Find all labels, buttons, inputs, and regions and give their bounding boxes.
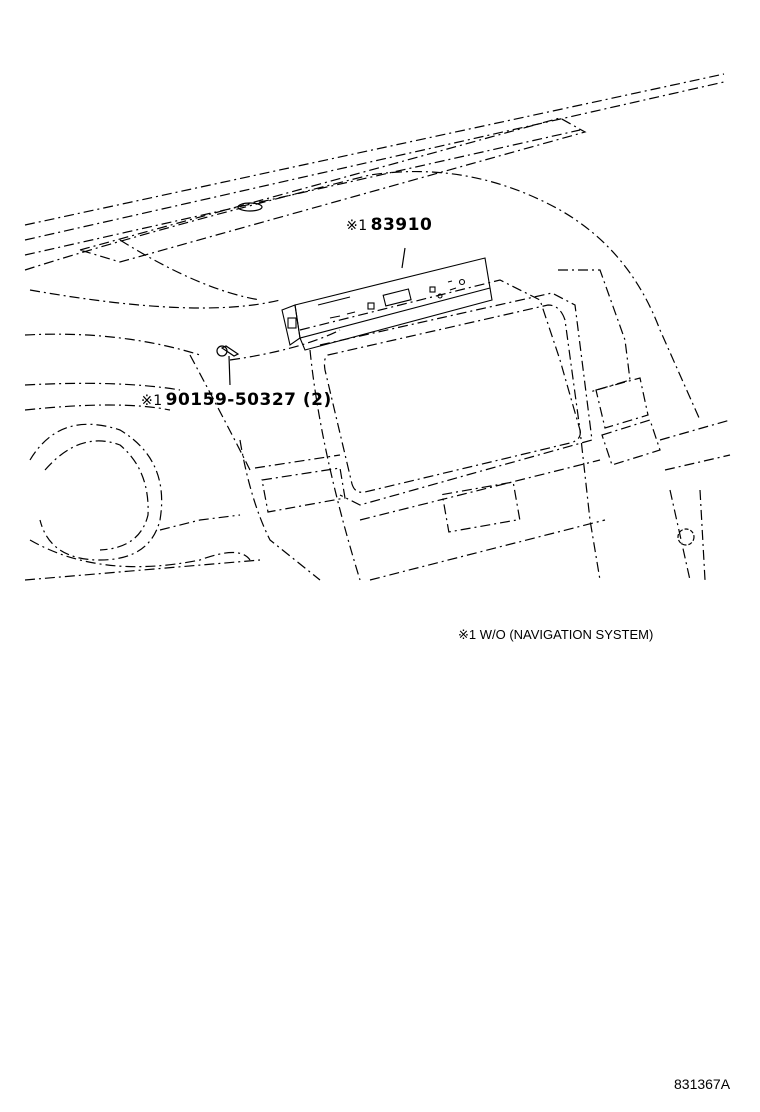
steering-wheel — [24, 423, 261, 581]
lower-stack — [254, 269, 661, 581]
vent-knob — [677, 528, 695, 546]
note-mark: ※1 — [346, 218, 368, 234]
defroster-strip — [77, 117, 587, 263]
part-number: 83910 — [370, 215, 433, 235]
passenger-dash — [659, 419, 731, 581]
part-number: 90159-50327 — [165, 390, 297, 410]
defrost-vent — [237, 202, 263, 212]
footnote: ※1 W/O (NAVIGATION SYSTEM) — [458, 627, 654, 642]
leader-display — [401, 247, 406, 269]
screw — [216, 345, 240, 386]
quantity: (2) — [302, 390, 332, 410]
screen-frame — [319, 292, 593, 506]
center-stack — [239, 279, 601, 581]
note-mark: ※1 — [141, 393, 163, 409]
diagram-code: 831367A — [674, 1076, 731, 1092]
clock-display-unit — [281, 257, 493, 351]
dash-top-outline — [24, 171, 701, 471]
